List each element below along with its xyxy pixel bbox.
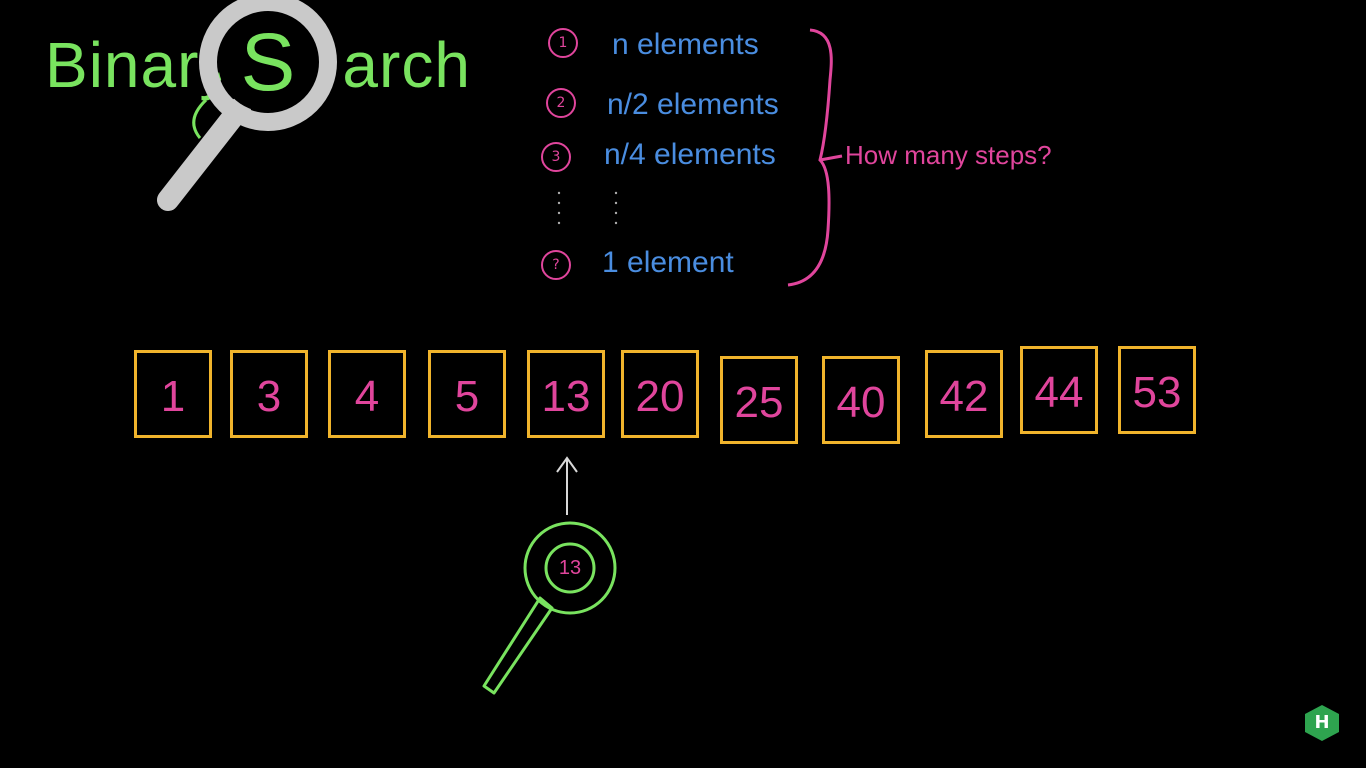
array-cell: 1 [134,350,212,438]
title-magnified-letter: S [241,17,296,108]
step-text-2: n/2 elements [607,88,779,121]
array-cell-middle: 13 [527,350,605,438]
middle-pointer-arrow [556,456,578,515]
title-letter-tail [192,98,208,139]
steps-ellipsis [557,191,618,225]
array-cell: 25 [720,356,798,444]
logo-letter: H [1314,712,1330,733]
step-marker-2: 2 [546,88,576,118]
array-cell: 4 [328,350,406,438]
array-cell: 53 [1118,346,1196,434]
step-marker-1: 1 [548,28,578,58]
array-cell: 5 [428,350,506,438]
step-marker-last: ? [541,250,571,280]
search-target-value: 13 [558,557,582,579]
step-text-3: n/4 elements [604,138,776,171]
array-cell: 42 [925,350,1003,438]
logo-hexagon-icon [1305,705,1339,741]
brace-pointer [819,154,843,162]
target-magnifier-icon [482,521,617,695]
step-text-1: n elements [612,28,759,61]
title-part2: arch [342,29,471,101]
array-cell: 44 [1020,346,1098,434]
steps-question: How many steps? [845,140,1052,170]
step-text-last: 1 element [602,246,734,279]
steps-brace [787,28,833,287]
title-magnifier-icon [157,0,337,211]
step-marker-3: 3 [541,142,571,172]
array-cell: 40 [822,356,900,444]
array-cell: 20 [621,350,699,438]
array-cell: 3 [230,350,308,438]
